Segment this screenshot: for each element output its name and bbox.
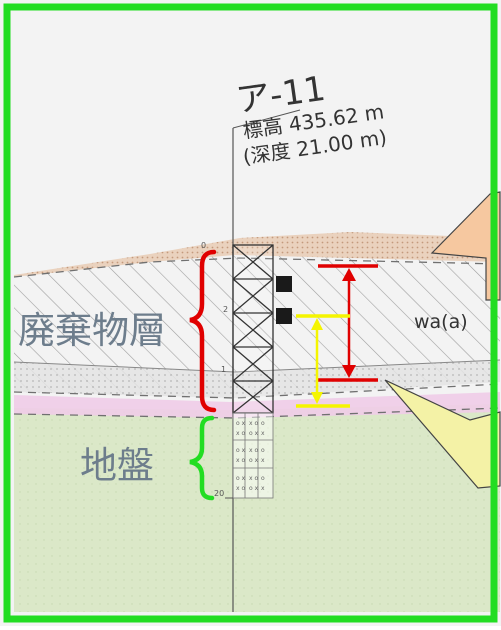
- boundary-dashed-1: [13, 257, 501, 278]
- depth-tick-0: 0: [201, 241, 206, 250]
- svg-text:x: x: [261, 485, 265, 492]
- svg-text:x o: x o: [236, 457, 245, 464]
- svg-text:x o: x o: [249, 475, 258, 482]
- svg-text:x o: x o: [236, 485, 245, 492]
- svg-text:x: x: [261, 430, 265, 437]
- yellow-callout: [384, 379, 501, 489]
- surface-soil-layer: [14, 232, 500, 277]
- waste-layer-brace: [189, 249, 217, 413]
- depth-tick-20: 20: [214, 489, 224, 498]
- waste-layer-label: 廃棄物層: [18, 309, 166, 352]
- yellow-thickness-marker: [296, 314, 350, 408]
- boundary-solid-1: [13, 359, 501, 373]
- waste-layer-code: wa(a): [414, 311, 468, 333]
- svg-text:o: o: [261, 475, 265, 482]
- svg-text:x o: x o: [249, 420, 258, 427]
- svg-text:o x: o x: [249, 430, 259, 437]
- svg-text:o x: o x: [236, 420, 246, 427]
- svg-text:x o: x o: [249, 447, 258, 454]
- red-thickness-marker: [318, 264, 378, 382]
- sample-marker-upper: [276, 276, 292, 292]
- svg-text:o x: o x: [236, 475, 246, 482]
- frame-border: [3, 3, 498, 623]
- ground-layer: [14, 404, 500, 612]
- svg-text:x o: x o: [236, 430, 245, 437]
- svg-text:x: x: [261, 457, 265, 464]
- waste-layer: [14, 252, 500, 395]
- svg-text:o x: o x: [249, 457, 259, 464]
- waste-layer-lower-dots: [14, 360, 500, 398]
- sample-marker-lower: [276, 308, 292, 324]
- svg-text:o: o: [261, 420, 265, 427]
- depth-tick-1: 1: [221, 365, 226, 374]
- ground-layer-label: 地盤: [80, 444, 154, 487]
- boundary-dashed-2: [13, 383, 501, 399]
- borehole-log-column: [232, 412, 274, 499]
- label-leader-line: [232, 109, 301, 129]
- depth-tick-2: 2: [223, 305, 228, 314]
- ground-layer-brace: [189, 415, 215, 501]
- pink-band: [14, 392, 500, 418]
- orange-callout: [430, 191, 501, 301]
- svg-text:o x: o x: [236, 447, 246, 454]
- svg-text:o: o: [261, 447, 265, 454]
- svg-text:o x: o x: [249, 485, 259, 492]
- borehole-column: [232, 244, 274, 414]
